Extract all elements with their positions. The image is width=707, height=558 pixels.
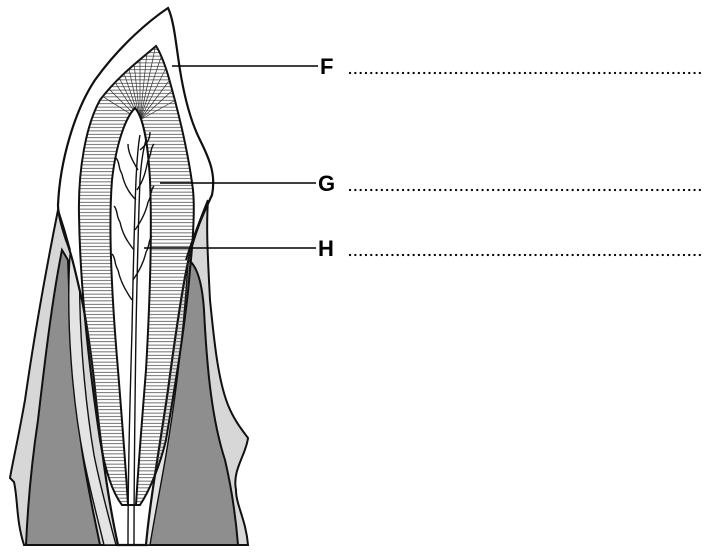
label-g-letter: G — [318, 171, 335, 196]
label-h-letter: H — [318, 236, 334, 261]
label-f-letter: F — [320, 54, 333, 79]
label-g: G — [160, 171, 702, 196]
label-f: F — [172, 54, 702, 79]
label-h: H — [144, 236, 702, 261]
